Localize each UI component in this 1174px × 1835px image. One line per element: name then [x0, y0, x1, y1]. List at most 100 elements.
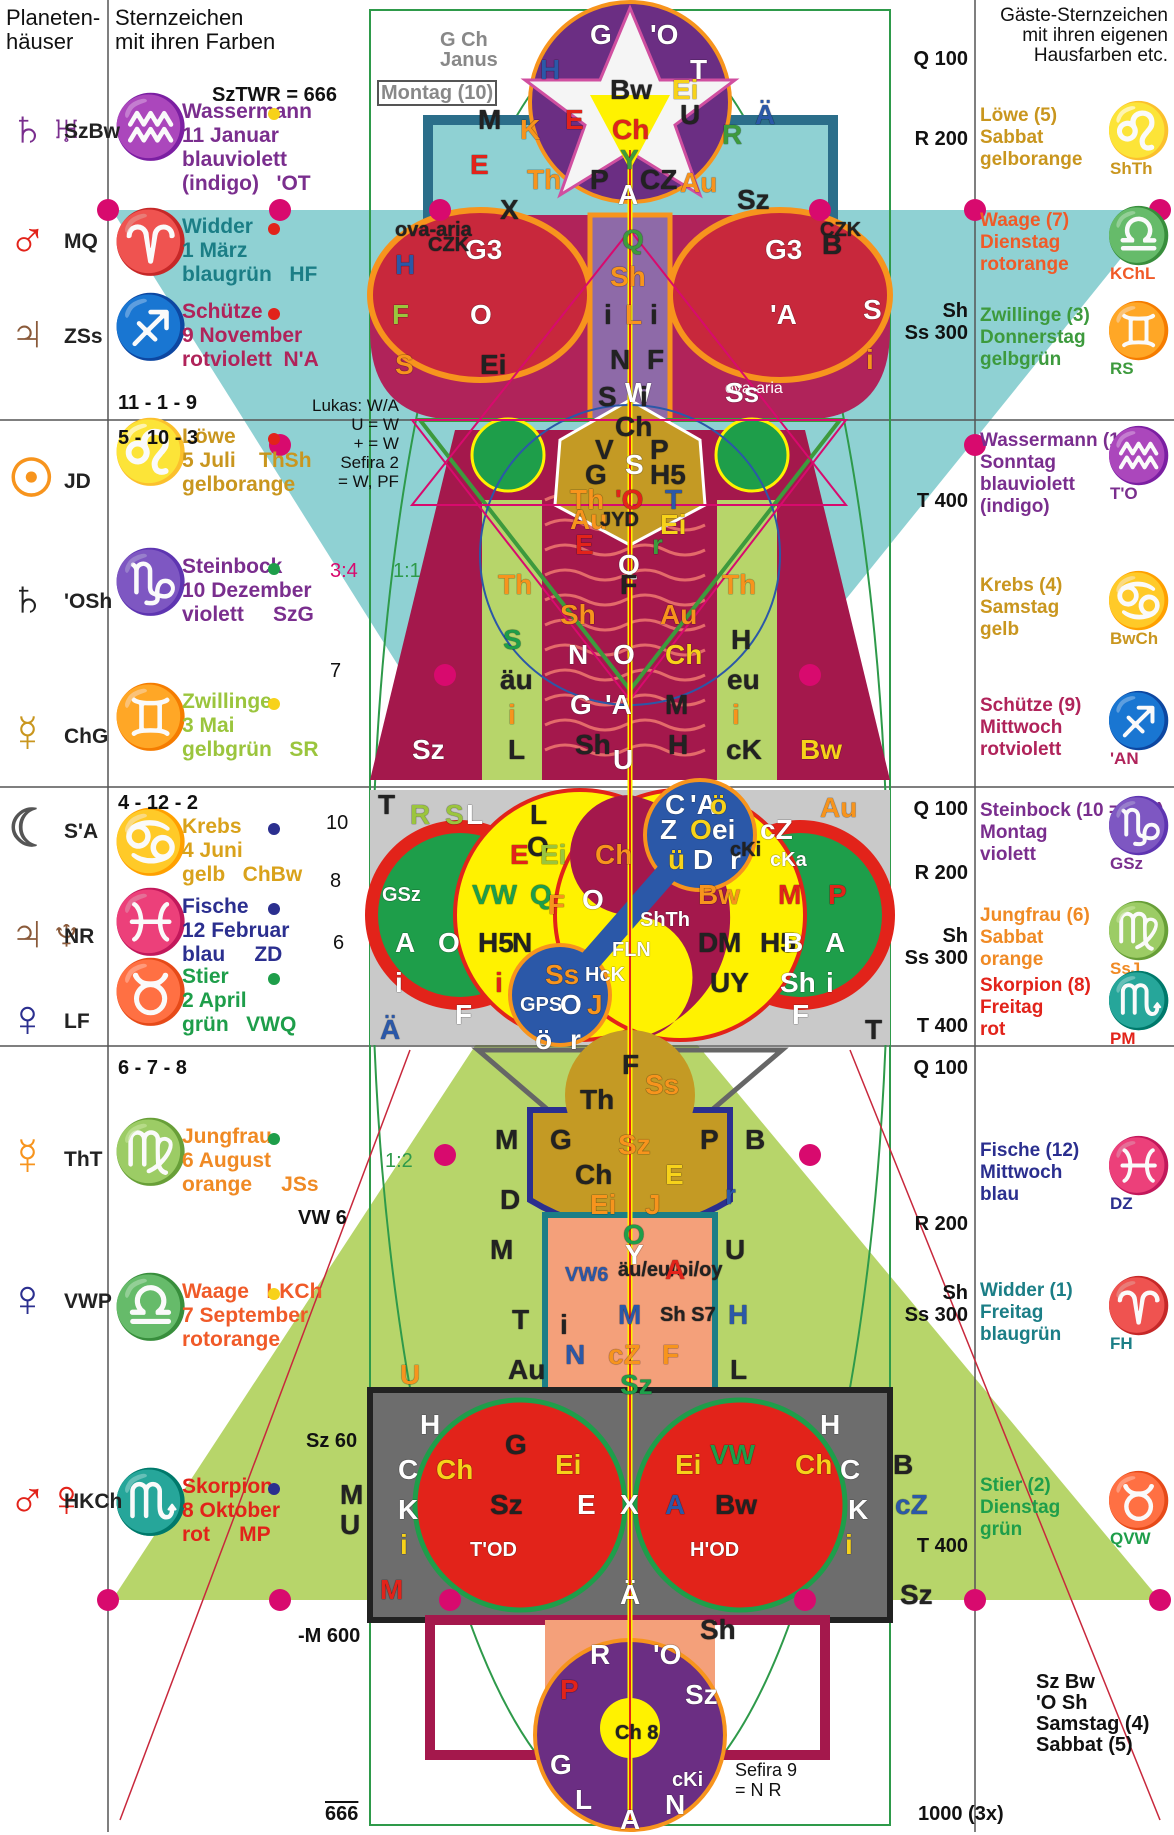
letter-wheel-14: O — [582, 885, 604, 915]
zodiac-dot-left-10 — [268, 1288, 280, 1300]
letter-mid-8: F — [392, 300, 409, 330]
section-label-2: 4 - 12 - 2 — [118, 792, 198, 815]
letter-wheel-31: i — [495, 968, 503, 998]
green-circle-left — [472, 419, 544, 491]
letter-wheel-20: O — [438, 928, 460, 958]
zodiac-text-left-3: Löwe 5 Juli ThSh gelborange — [182, 425, 312, 497]
letter-core-14: i — [508, 700, 516, 730]
letter-core-6: äu — [500, 665, 533, 695]
zodiac-code-right-11: QVW — [1110, 1527, 1151, 1551]
scale-mark-4: Q 100 — [900, 798, 968, 820]
zodiac-glyph-left-9: ♍ — [112, 1121, 189, 1185]
zodiac-dot-left-1 — [268, 223, 280, 235]
letter-top-19: Au — [680, 168, 717, 198]
letter-core-0: Th — [498, 570, 532, 600]
letter-mid-6: i — [866, 345, 874, 375]
letter-mid-11: L — [625, 300, 642, 330]
planet-label-6: S'A — [64, 820, 98, 844]
green-circle-right — [716, 419, 788, 491]
planet-label-1: MQ — [64, 230, 98, 254]
letter-core-5: H — [731, 625, 751, 655]
zodiac-glyph-right-8: ♏ — [1105, 969, 1172, 1033]
letter-wheel-21: H5 — [478, 928, 514, 958]
star-number-6: 6 — [333, 932, 344, 954]
letter-blue_lower-2: O — [560, 990, 582, 1020]
letter-core-18: H — [668, 730, 688, 760]
section-label-0: 11 - 1 - 9 — [118, 392, 197, 415]
letter-red_circles-4: Ch — [436, 1455, 473, 1485]
letter-lower-21: T — [512, 1305, 529, 1335]
letter-lower-16: M — [490, 1235, 513, 1265]
letter-star-15: F — [620, 570, 637, 600]
zodiac-code-right-3: T'O — [1110, 482, 1138, 506]
letter-wheel-15: F — [548, 890, 565, 920]
zodiac-glyph-left-10: ♎ — [112, 1276, 189, 1340]
planet-symbol-4: ♄ — [8, 572, 47, 626]
vw6-label: VW 6 — [298, 1207, 347, 1229]
scale-mark-1: R 200 — [900, 128, 968, 150]
zodiac-glyph-right-11: ♉ — [1105, 1469, 1172, 1533]
zodiac-glyph-left-2: ♐ — [112, 296, 189, 360]
zodiac-glyph-left-4: ♑ — [112, 551, 189, 615]
header-zodiac: Sternzeichen mit ihren Farben — [115, 6, 275, 54]
letter-lower-32: Sz — [620, 1370, 653, 1400]
letter-lower-11: J — [645, 1190, 661, 1220]
sz60-label: Sz 60 — [306, 1430, 357, 1452]
letter-top-7: R — [722, 120, 742, 150]
zodiac-dot-left-5 — [268, 698, 280, 710]
letter-core-7: eu — [727, 665, 760, 695]
letter-wheel-18: P — [828, 880, 847, 910]
letter-red_circles-10: VW — [710, 1440, 755, 1470]
letter-core-3: Au — [660, 600, 697, 630]
zodiac-dot-left-0 — [268, 108, 280, 120]
letter-red_circles-26: cZ — [895, 1490, 928, 1520]
scale-mark-5: R 200 — [900, 862, 968, 884]
letter-red_circles-24: M — [380, 1575, 403, 1605]
zodiac-text-right-5: Schütze (9) Mittwoch rotviolett — [980, 695, 1081, 761]
zodiac-glyph-right-3: ♒ — [1105, 424, 1172, 488]
letter-blue_lower-0: Ss — [545, 960, 579, 990]
letter-bottom_circle-2: P — [560, 1675, 579, 1705]
planet-symbol-5: ☿ — [8, 707, 47, 761]
letter-wheel-27: A — [825, 928, 845, 958]
letter-top-11: Ä — [755, 100, 775, 130]
letter-mid-5: S — [863, 295, 882, 325]
star-number-10: 10 — [326, 812, 348, 834]
letter-top-22: Q — [622, 225, 644, 255]
letter-lower-23: M — [618, 1300, 641, 1330]
letter-lower-27: cZ — [608, 1340, 641, 1370]
letter-star-12: Ei — [660, 510, 686, 540]
letter-star-0: Ch — [615, 412, 652, 442]
planet-label-8: LF — [64, 1010, 90, 1034]
letter-core-10: Ch — [665, 640, 702, 670]
letter-mid-10: i — [604, 300, 612, 330]
letter-red_circles-11: Ei — [675, 1450, 701, 1480]
zodiac-text-right-8: Skorpion (8) Freitag rot — [980, 975, 1091, 1041]
zodiac-text-right-2: Zwillinge (3) Donnerstag gelbgrün — [980, 305, 1090, 371]
letter-core-9: O — [613, 640, 635, 670]
letter-bottom_circle-4: Ch 8 — [615, 1718, 658, 1748]
zodiac-text-right-1: Waage (7) Dienstag rotorange — [980, 210, 1069, 276]
zodiac-code-right-10: FH — [1110, 1332, 1133, 1356]
letter-lower-28: F — [662, 1340, 679, 1370]
letter-lower-9: E — [665, 1160, 684, 1190]
letter-mid-15: S — [598, 382, 617, 412]
letter-top-17: P — [590, 165, 609, 195]
zodiac-text-left-4: Steinbock 10 Dezember violett SzG — [182, 555, 314, 627]
letter-wheel-29: Sh — [780, 968, 816, 998]
letter-diag_band-1: FLN — [612, 935, 651, 965]
planet-symbol-10: ♀ — [8, 1272, 47, 1326]
letter-top-9: E — [565, 105, 584, 135]
planet-symbol-9: ☿ — [8, 1130, 47, 1184]
letter-red_circles-25: B — [893, 1450, 913, 1480]
letter-bottom_circle-5: G — [550, 1750, 572, 1780]
letter-lower-6: B — [745, 1125, 765, 1155]
letter-bottom_circle-7: L — [575, 1785, 592, 1815]
letter-blue_lower-3: J — [587, 990, 603, 1020]
letter-mid-22: B — [822, 230, 842, 260]
letter-bottom_circle-0: R — [590, 1640, 610, 1670]
letter-wheel-26: B — [783, 928, 803, 958]
letter-core-20: U — [613, 745, 633, 775]
letter-mid-17: i — [640, 382, 648, 412]
sefira9-label: Sefira 9 = N R — [735, 1760, 797, 1800]
